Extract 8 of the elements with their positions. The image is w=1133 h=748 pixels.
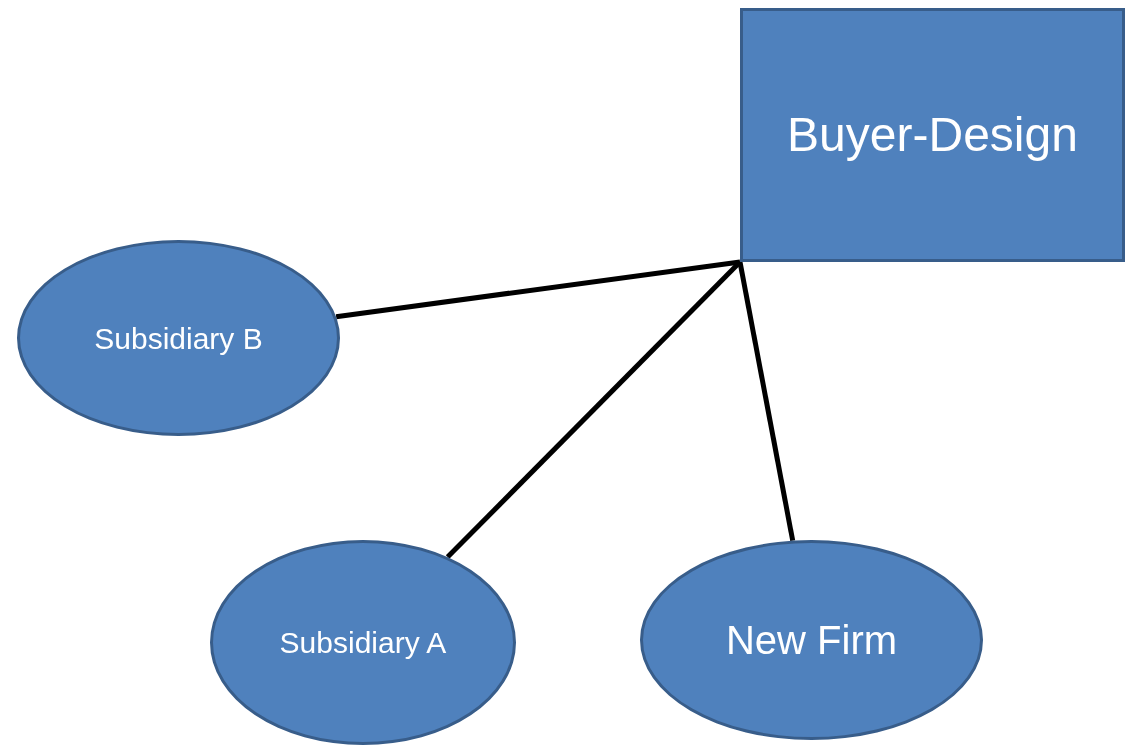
node-label: Buyer-Design: [787, 107, 1078, 163]
connector-line: [737, 261, 796, 542]
entity-box: [740, 8, 1125, 262]
connector-line: [335, 259, 741, 320]
node-label: New Firm: [725, 617, 898, 664]
connector-line: [445, 260, 742, 559]
node-label: Subsidiary A: [279, 625, 447, 661]
node-label: Subsidiary B: [94, 320, 263, 357]
